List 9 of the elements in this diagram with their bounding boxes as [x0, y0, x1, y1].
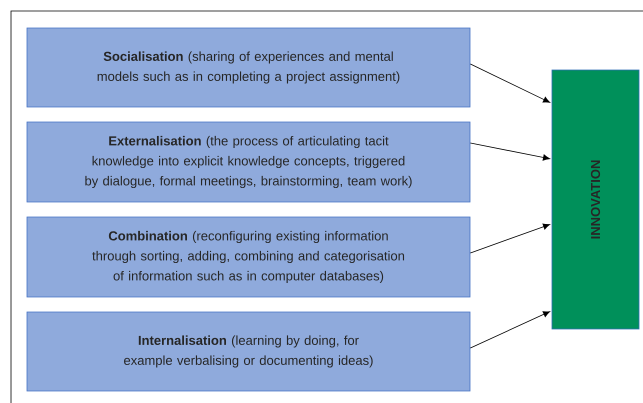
innovation-box: INNOVATION [552, 70, 640, 330]
mode-box: Combination (reconfiguring existing information through sorting, adding, combining and categorisation of information such as in computer databases) [26, 216, 470, 298]
arrow [470, 311, 550, 348]
mode-box: Externalisation (the process of articulating tacit knowledge into explicit knowledge concepts, triggered by dialogue, formal meetings, brainstorming, team work) [26, 122, 470, 202]
arrow [470, 64, 550, 103]
arrow [470, 224, 550, 254]
mode-box: Socialisation (sharing of experiences and mental models such as in completing a project assignment) [26, 28, 470, 108]
mode-box: Internalisation (learning by doing, for example verbalising or documenting ideas) [26, 312, 470, 392]
arrow [470, 142, 550, 161]
